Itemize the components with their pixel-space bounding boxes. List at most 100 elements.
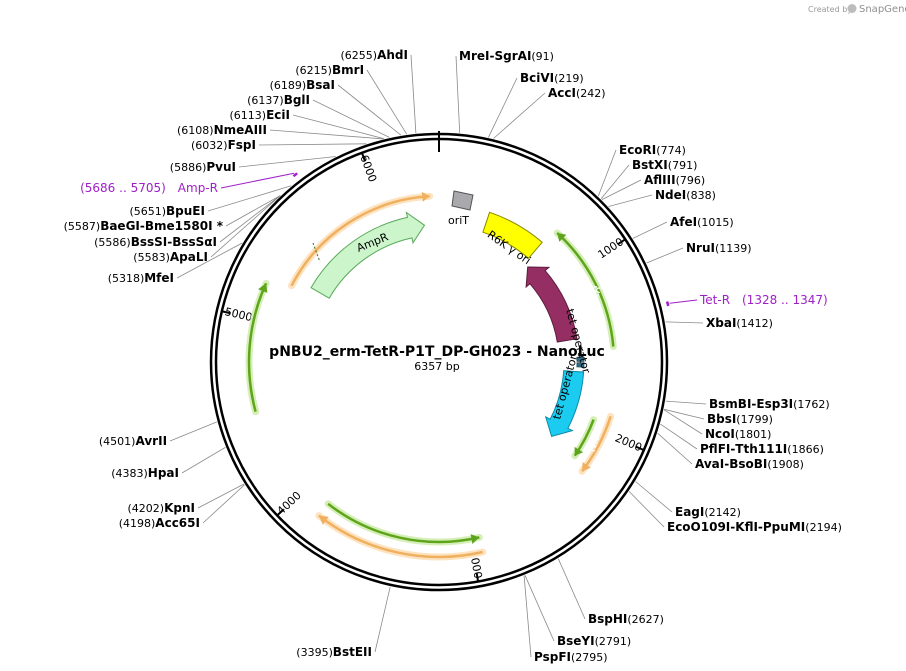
primer-binding-mark [665, 301, 670, 307]
enzyme-site-apali[interactable]: (5583) ApaLI [133, 250, 208, 264]
leader-line [455, 55, 461, 133]
enzyme-site-avai[interactable]: AvaI - BsoBI (1908) [695, 457, 804, 471]
enzyme-site-bbsi[interactable]: BbsI (1799) [707, 412, 773, 426]
enzyme-site-pspfi[interactable]: PspFI (2795) [534, 650, 608, 664]
enzyme-site-acc65i[interactable]: (4198) Acc65I [119, 516, 200, 530]
feature-r6k-ori-box[interactable] [482, 211, 543, 260]
enzyme-site-baegi[interactable]: (5587) BaeGI - Bme1580I * [64, 219, 224, 233]
enzyme-site-ncoi[interactable]: NcoI (1801) [705, 427, 771, 441]
enzyme-site-eagi[interactable]: EagI (2142) [675, 505, 741, 519]
leader-line [665, 321, 704, 324]
credit-brand: SnapGene [859, 4, 906, 15]
enzyme-name: KpnI [164, 501, 195, 515]
enzyme-site-bsmbi[interactable]: BsmBI - Esp3I (1762) [709, 397, 830, 411]
enzyme-site-ecori[interactable]: EcoRI (774) [619, 143, 686, 157]
enzyme-position: (4383) [111, 467, 148, 480]
enzyme-name: EagI [675, 505, 704, 519]
enzyme-site-pflfi[interactable]: PflFI - Tth111I (1866) [700, 442, 824, 456]
enzyme-name: PvuI [206, 160, 236, 174]
enzyme-name: BciVI [520, 71, 554, 85]
enzyme-site-bgli[interactable]: (6137) BglI [247, 93, 310, 107]
enzyme-name: BsoBI [729, 457, 767, 471]
enzyme-position: (1866) [787, 443, 824, 456]
enzyme-site-mfei[interactable]: (5318) MfeI [108, 271, 174, 285]
leader-line [664, 408, 705, 420]
enzyme-site-bsphi[interactable]: BspHI (2627) [588, 612, 664, 626]
leader-line [597, 149, 617, 197]
enzyme-name: SgrAI [495, 49, 532, 63]
enzyme-site-ecii[interactable]: (6113) EciI [230, 108, 290, 122]
enzyme-site-afliii[interactable]: AflIII (796) [644, 173, 705, 187]
feature-nluc-arrow[interactable] [544, 370, 585, 438]
orf-arc-tetr[interactable] [556, 231, 615, 347]
enzyme-site-bstxi[interactable]: BstXI (791) [632, 158, 697, 172]
tick-mark [220, 310, 231, 315]
enzyme-name: NdeI [655, 188, 686, 202]
enzyme-name: ApaLI [170, 250, 208, 264]
enzyme-site-ndei[interactable]: NdeI (838) [655, 188, 716, 202]
enzyme-name: AflIII [644, 173, 676, 187]
enzyme-position: (1015) [697, 216, 734, 229]
enzyme-site-afei[interactable]: AfeI (1015) [670, 215, 734, 229]
enzyme-site-nmeaiii[interactable]: (6108) NmeAIII [177, 123, 267, 137]
orf-arc-ampr-outer[interactable] [290, 195, 430, 287]
enzyme-name: PspFI [534, 650, 571, 664]
label-separator: - [140, 219, 145, 233]
feature-tet-operator-2[interactable] [576, 362, 585, 368]
enzyme-position: (1139) [715, 242, 752, 255]
leader-line [225, 195, 281, 227]
enzyme-site-acci[interactable]: AccI (242) [548, 86, 606, 100]
enzyme-site-avrii[interactable]: (4501) AvrII [99, 434, 167, 448]
enzyme-site-bsai[interactable]: (6189) BsaI [270, 78, 335, 92]
enzyme-site-ahdi[interactable]: (6255) AhdI [341, 48, 408, 62]
enzyme-site-bpuei[interactable]: (5651) BpuEI [130, 204, 205, 218]
tick-mark [635, 445, 646, 452]
enzyme-site-hpai[interactable]: (4383) HpaI [111, 466, 179, 480]
enzyme-labels: MreI - SgrAI (91) BciVI (219)AccI (242) Ec… [64, 48, 842, 664]
tick-mark [275, 508, 285, 517]
enzyme-name: EcoO109I [667, 520, 730, 534]
enzyme-position: (6108) [177, 124, 214, 137]
snapgene-logo-icon [847, 4, 857, 13]
feature-tet-operator-1[interactable] [576, 356, 585, 362]
enzyme-name: Bme1580I * [145, 219, 224, 233]
feature-tetr-arrow[interactable] [525, 266, 578, 343]
enzyme-position: (6113) [230, 109, 267, 122]
enzyme-site-pvui[interactable]: (5886) PvuI [170, 160, 236, 174]
enzyme-name: BsaI [306, 78, 335, 92]
enzyme-site-bcivi[interactable]: BciVI (219) [520, 71, 584, 85]
enzyme-site-bseyi[interactable]: BseYI (2791) [557, 634, 631, 648]
enzyme-site-mrei[interactable]: MreI - SgrAI (91) [459, 49, 554, 63]
label-separator: - [730, 520, 735, 534]
orf-arc-orange-bottom-arrowhead [318, 515, 329, 525]
leader-line [524, 575, 555, 642]
orf-arc-green-left[interactable] [247, 282, 268, 413]
enzyme-site-bmri[interactable]: (6215) BmrI [295, 63, 364, 77]
enzyme-position: (4202) [128, 502, 165, 515]
enzyme-site-fspi[interactable]: (6032) FspI [191, 138, 256, 152]
orf-arc-orange-bottom[interactable] [318, 514, 483, 559]
credit-prefix: Created by [808, 5, 852, 14]
enzyme-name: PflFI [700, 442, 730, 456]
enzyme-position: (2627) [627, 613, 664, 626]
orf-arc-green-bottom[interactable] [327, 502, 480, 544]
enzyme-site-kpni[interactable]: (4202) KpnI [128, 501, 196, 515]
feature-orit-box[interactable] [451, 190, 474, 211]
leader-line [219, 195, 281, 243]
enzyme-site-bsteii[interactable]: (3395) BstEII [296, 645, 372, 659]
credit: Created by SnapGene [808, 4, 906, 15]
primer-tet-r[interactable]: Tet-R(1328 .. 1347) [665, 293, 828, 307]
enzyme-position: (3395) [296, 646, 333, 659]
feature-ampr-arrow[interactable] [310, 211, 426, 299]
enzyme-site-xbai[interactable]: XbaI (1412) [706, 316, 773, 330]
enzyme-site-nrui[interactable]: NruI (1139) [686, 241, 752, 255]
leader-line [181, 447, 226, 474]
enzyme-name: BpuEI [166, 204, 205, 218]
orf-arc-tetr-arrowhead [557, 232, 567, 242]
enzyme-position: (2194) [805, 521, 842, 534]
leader-line [169, 421, 218, 442]
primer-binding-mark [292, 172, 298, 178]
primer-amp-r[interactable]: Amp-R(5686 .. 5705) [80, 172, 298, 195]
enzyme-site-bsssi[interactable]: (5586) BssSI - BssSαI [94, 235, 217, 249]
enzyme-site-ecoo109i[interactable]: EcoO109I - KflI - PpuMI (2194) [667, 520, 842, 534]
